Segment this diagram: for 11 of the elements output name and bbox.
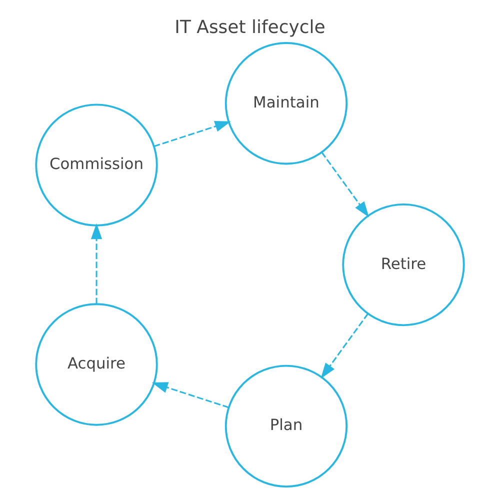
node-circle: Maintain: [224, 42, 348, 165]
node-circle: Retire: [342, 203, 465, 326]
node-circle: Acquire: [35, 303, 158, 426]
diagram-title: IT Asset lifecycle: [174, 16, 326, 38]
arrow: [152, 382, 230, 408]
arrow: [321, 152, 370, 218]
node-circle: Commission: [35, 104, 158, 226]
node-circle: Plan: [224, 364, 348, 488]
arrow: [90, 223, 102, 304]
arrow: [154, 121, 231, 148]
arrow: [320, 313, 369, 379]
